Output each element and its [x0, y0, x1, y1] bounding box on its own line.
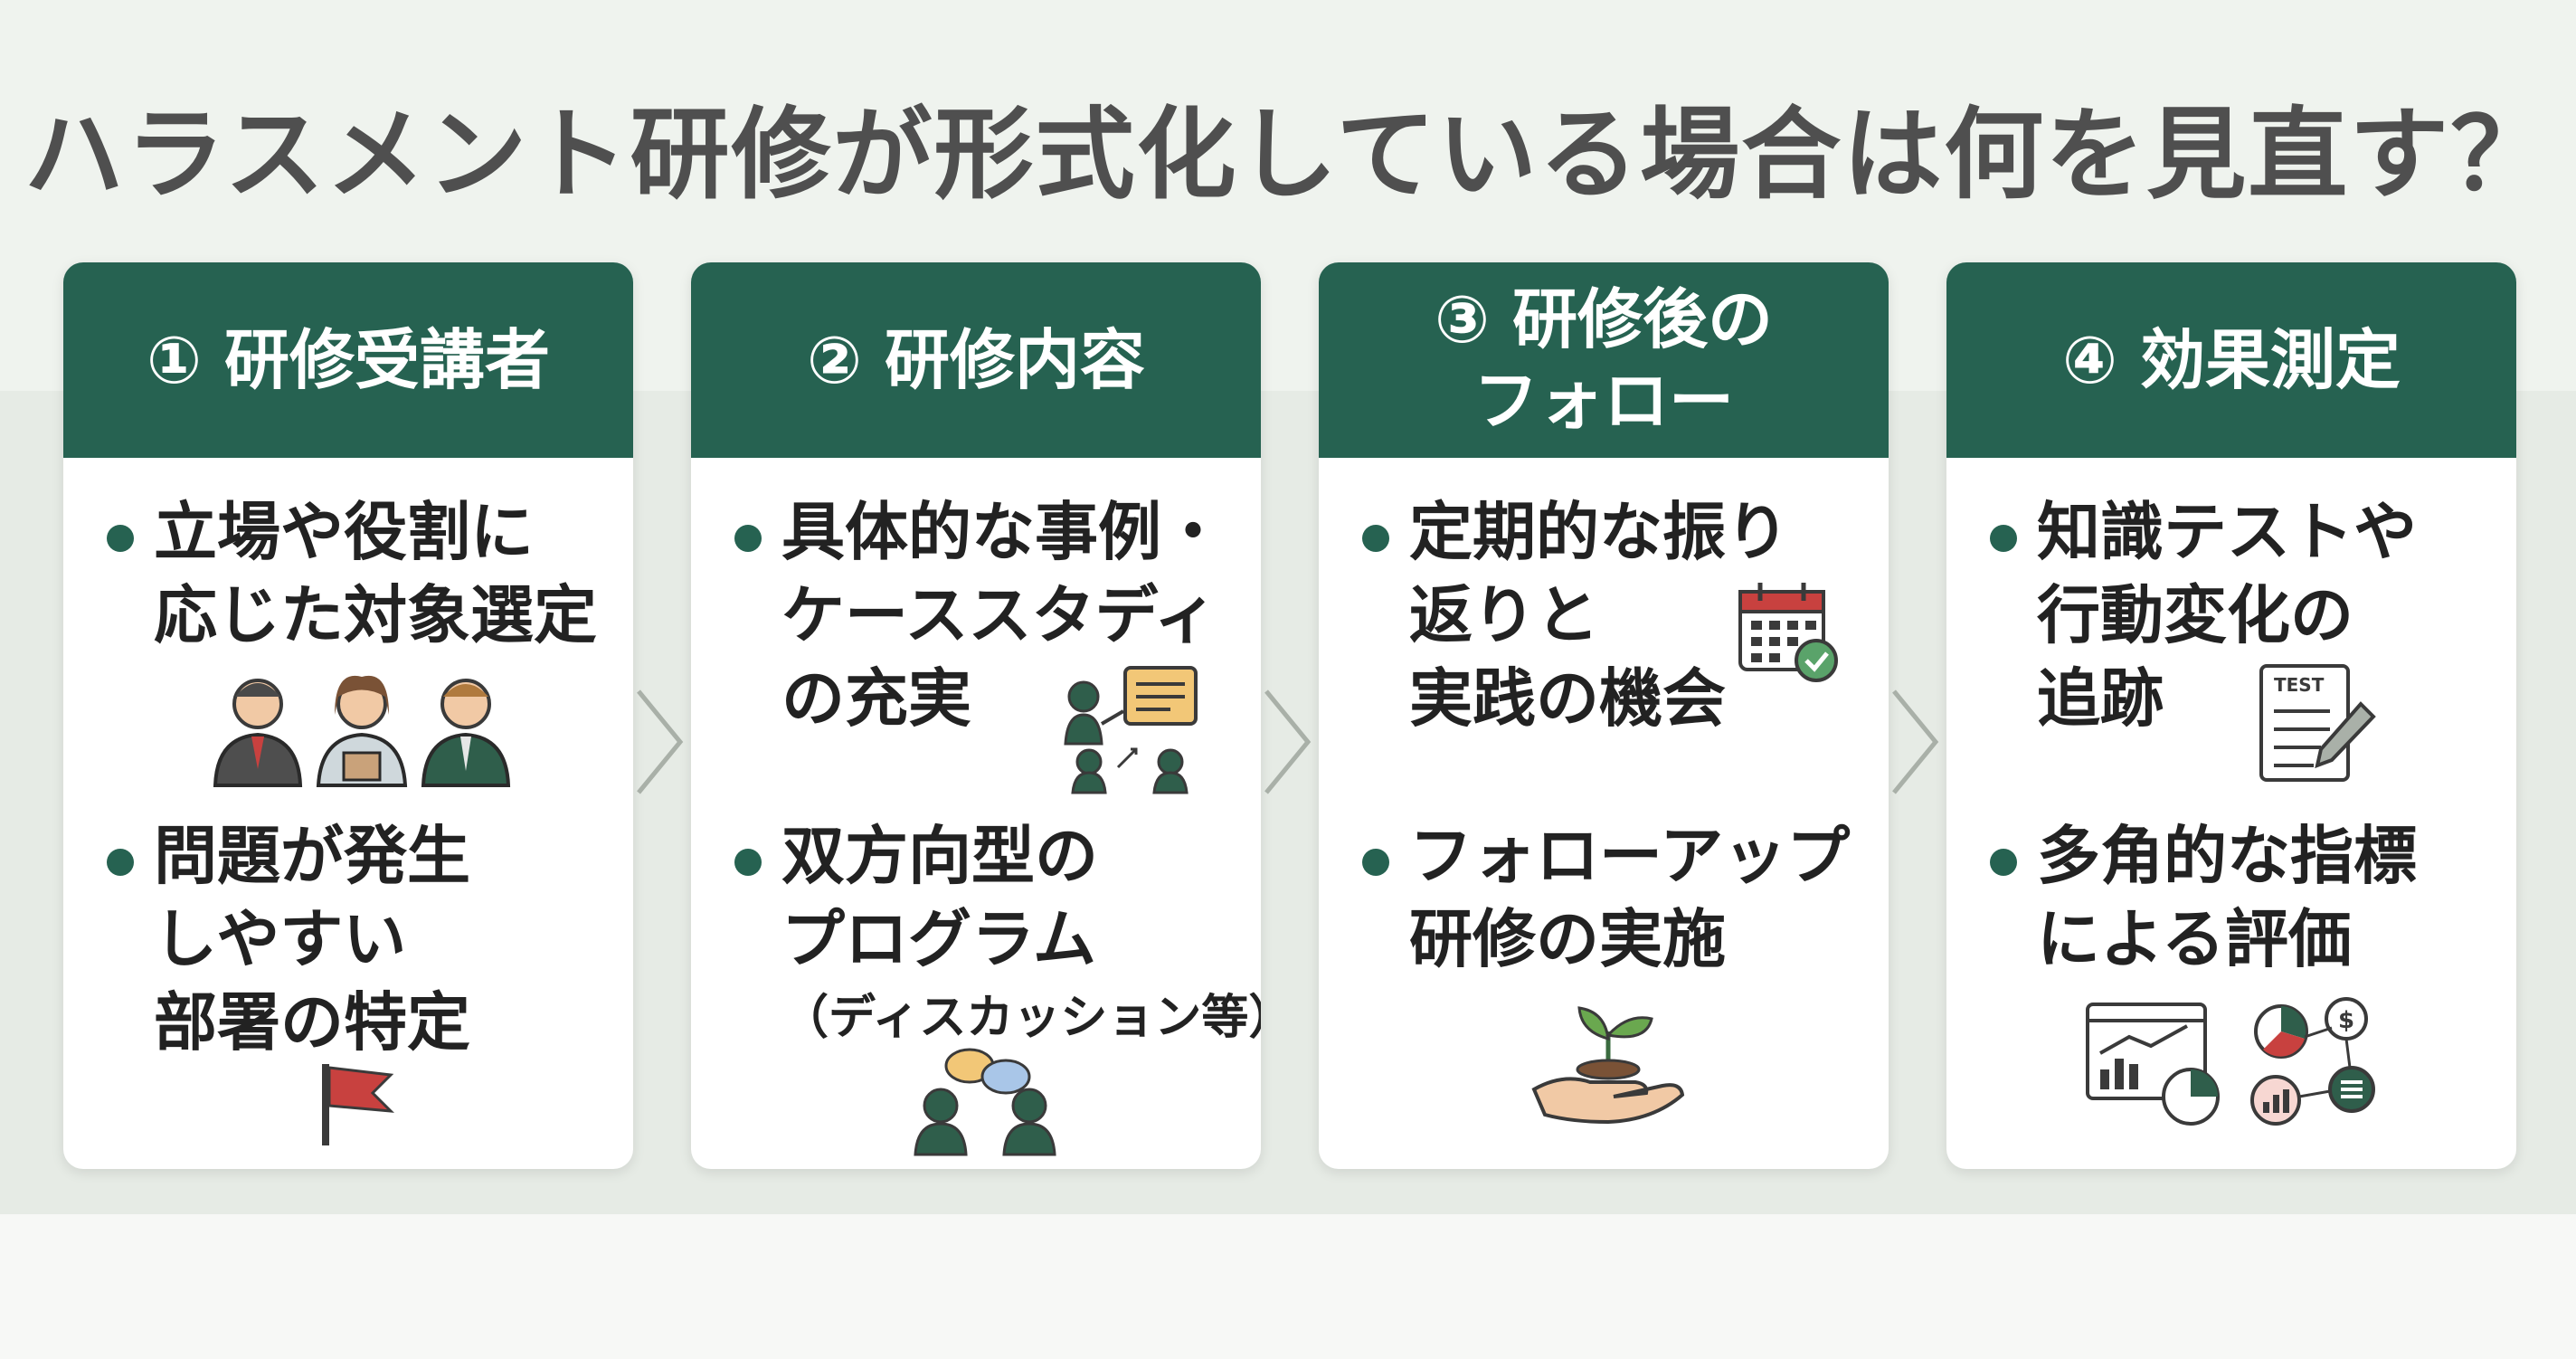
bullet-dot: [734, 525, 762, 552]
red-flag-icon: [322, 1064, 394, 1145]
bullet-dot: [1362, 849, 1389, 876]
card-item: 具体的な事例・ ケーススタディ の充実: [781, 495, 1225, 736]
card-heading: ④ 効果測定: [1946, 262, 2516, 458]
bullet-dot: [1362, 525, 1389, 552]
card-follow-up: ③ 研修後の フォロー 定期的な振り 返りと 実践の機会 フォローアップ 研修の…: [1319, 262, 1889, 1169]
card-item: フォローアップ 研修の実施: [1409, 819, 1851, 976]
bullet-dot: [1990, 849, 2017, 876]
sprout-hand-icon: [1531, 1006, 1685, 1125]
background-bottom: [0, 1214, 2576, 1359]
people-group-icon: [213, 675, 511, 787]
chevron-right-icon: [1264, 689, 1312, 794]
test-label: TEST: [2274, 674, 2325, 696]
bullet-dot: [734, 849, 762, 876]
card-item: 知識テストや 行動変化の 追跡: [2037, 495, 2417, 736]
svg-text:$: $: [2338, 1007, 2354, 1034]
card-item: 問題が発生 しやすい 部署の特定: [154, 819, 470, 1060]
card-item: 定期的な振り 返りと 実践の機会: [1409, 495, 1789, 736]
card-item-note: （ディスカッション等）: [781, 991, 1261, 1045]
card-item: 立場や役割に 応じた対象選定: [154, 495, 597, 652]
chevron-right-icon: [637, 689, 684, 794]
card-heading: ② 研修内容: [691, 262, 1261, 458]
card-heading: ③ 研修後の フォロー: [1319, 262, 1889, 458]
card-item: 双方向型の プログラム: [781, 819, 1098, 976]
bullet-dot: [107, 849, 134, 876]
page-title: ハラスメント研修が形式化している場合は何を見直す？: [24, 97, 2552, 213]
analytics-icon: $: [2086, 997, 2375, 1126]
calendar-check-icon: [1738, 583, 1838, 682]
card-content: ② 研修内容 具体的な事例・ ケーススタディ の充実 双方向型の プログラム （…: [691, 262, 1261, 1169]
card-effectiveness: ④ 効果測定 知識テストや 行動変化の 追跡 TEST 多角的な指標 による評価…: [1946, 262, 2516, 1169]
card-item: 多角的な指標 による評価: [2037, 819, 2417, 976]
chevron-right-icon: [1892, 689, 1939, 794]
test-sheet-icon: TEST: [2259, 664, 2376, 782]
card-heading: ① 研修受講者: [63, 262, 633, 458]
card-trainees: ① 研修受講者 立場や役割に 応じた対象選定 問題が発生 しやすい 部署の特定: [63, 262, 633, 1169]
bullet-dot: [1990, 525, 2017, 552]
presentation-icon: [1064, 666, 1198, 794]
bullet-dot: [107, 525, 134, 552]
discussion-icon: [914, 1048, 1056, 1156]
